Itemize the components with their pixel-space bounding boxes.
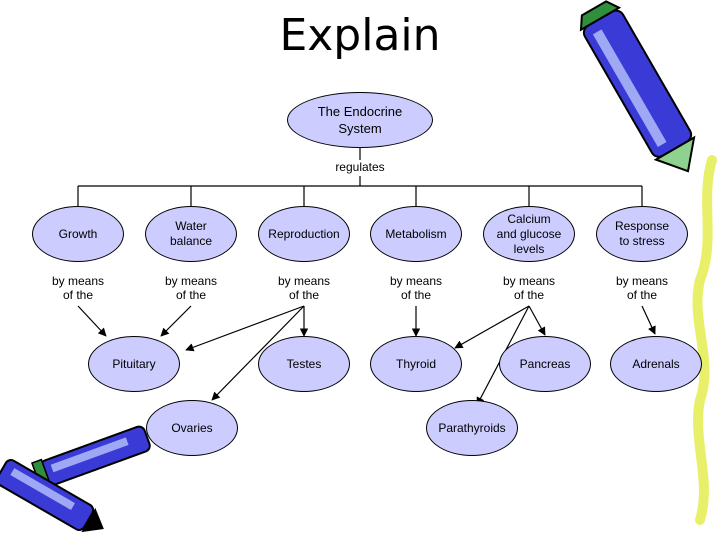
connector-label: by means of the: [615, 274, 669, 302]
endocrine-system-node: The Endocrine System: [287, 92, 433, 148]
function-response-to-stress: Response to stress: [596, 206, 688, 262]
gland-thyroid: Thyroid: [370, 336, 462, 392]
page-title: Explain: [279, 10, 441, 61]
gland-pancreas: Pancreas: [499, 336, 591, 392]
regulates-label: regulates: [335, 160, 385, 174]
connector-label: by means of the: [389, 274, 443, 302]
function-growth: Growth: [32, 206, 124, 262]
gland-pituitary: Pituitary: [88, 336, 180, 392]
gland-ovaries: Ovaries: [146, 400, 238, 456]
connector-label: by means of the: [277, 274, 331, 302]
function-metabolism: Metabolism: [370, 206, 462, 262]
gland-testes: Testes: [258, 336, 350, 392]
gland-adrenals: Adrenals: [610, 336, 702, 392]
connector-label: by means of the: [51, 274, 105, 302]
function-calcium-glucose: Calcium and glucose levels: [483, 206, 575, 262]
gland-parathyroids: Parathyroids: [426, 400, 518, 456]
function-reproduction: Reproduction: [258, 206, 350, 262]
function-water-balance: Water balance: [145, 206, 237, 262]
connector-label: by means of the: [164, 274, 218, 302]
connector-label: by means of the: [502, 274, 556, 302]
